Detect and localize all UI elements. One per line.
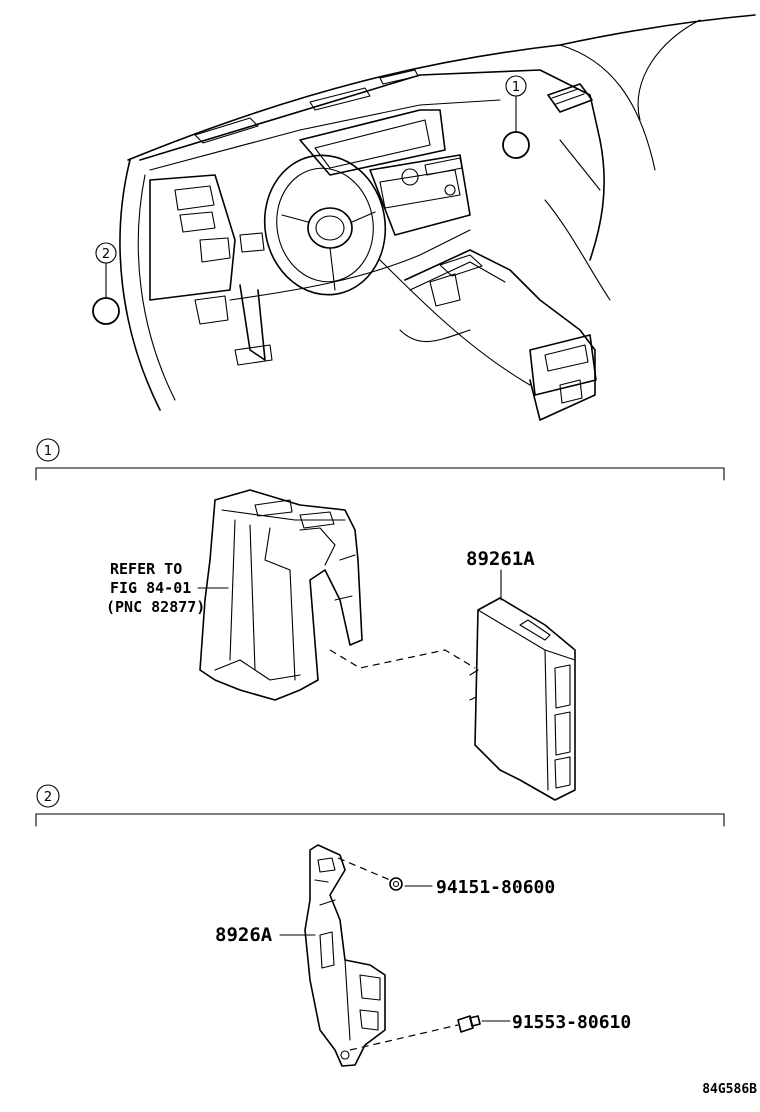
- figure-id: 84G586B: [702, 1082, 757, 1097]
- section-2-marker: 2: [44, 790, 52, 805]
- callout-2-location-marker: [92, 297, 120, 325]
- dash-reinforcement: [199, 489, 363, 701]
- callout-2-number: 2: [102, 247, 110, 262]
- callout-1-top: 1: [502, 75, 530, 159]
- section-1: 1 REFER TO FIG 84-01 (PNC 82877): [35, 438, 725, 801]
- callout-1-location-marker: [502, 131, 530, 159]
- ecu-module-89261a: [469, 597, 576, 801]
- part-8926a-label: 8926A: [215, 924, 273, 946]
- refer-to-line-3: (PNC 82877): [106, 598, 205, 616]
- dashboard-illustration: [119, 14, 756, 421]
- part-89261a-label: 89261A: [466, 548, 535, 570]
- section-1-bracket-line: [35, 467, 725, 481]
- callout-2-top: 2: [92, 242, 120, 325]
- nut-94151-80600: [337, 857, 403, 891]
- bolt-91553-80610: [349, 1015, 481, 1051]
- section-1-marker: 1: [44, 444, 52, 459]
- section-2-bracket-line: [35, 813, 725, 827]
- part-94151-80600-label: 94151-80600: [436, 877, 555, 898]
- bracket-8926a: [304, 844, 386, 1067]
- refer-to-line-2: FIG 84-01: [110, 579, 191, 597]
- part-91553-80610-label: 91553-80610: [512, 1012, 631, 1033]
- callout-1-number: 1: [512, 80, 520, 95]
- refer-to-line-1: REFER TO: [110, 560, 182, 578]
- section-2: 2 8926A 94151-80600 91: [35, 784, 725, 1067]
